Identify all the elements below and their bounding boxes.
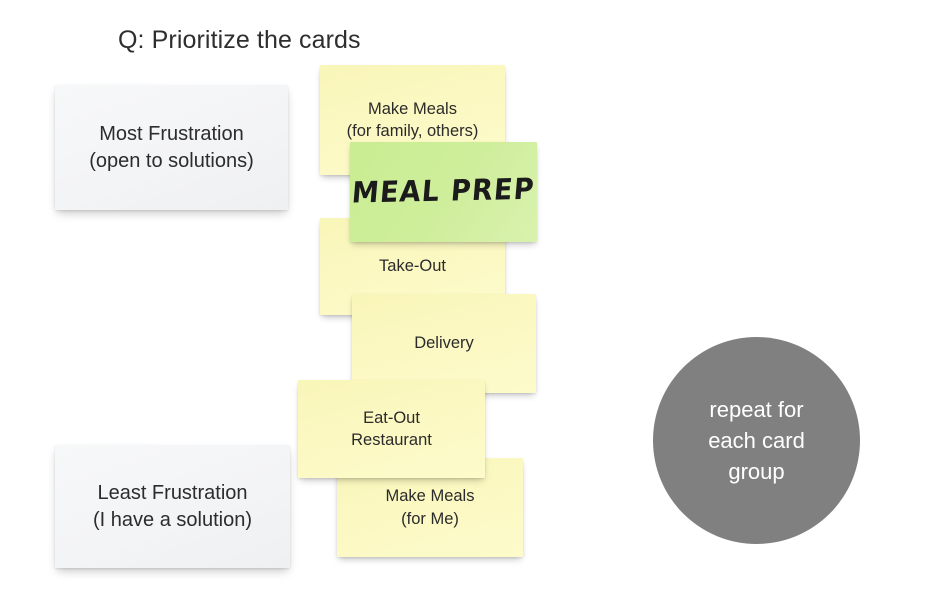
- anchor-card-most-frustration[interactable]: Most Frustration (open to solutions): [55, 85, 288, 210]
- anchor-least-line1: Least Frustration: [97, 482, 248, 505]
- card-take-out-label: Take-Out: [379, 257, 446, 276]
- card-eat-out-restaurant[interactable]: Eat-Out Restaurant: [298, 380, 485, 478]
- card-make-meals-me-line1: Make Meals: [385, 487, 475, 506]
- card-make-meals-me-line2: (for Me): [401, 509, 459, 528]
- card-delivery-label: Delivery: [414, 334, 474, 353]
- anchor-most-line2: (open to solutions): [89, 149, 254, 172]
- annotation-line2: each card: [708, 427, 805, 453]
- card-meal-prep-label: Meal Prep: [350, 172, 537, 211]
- card-eat-out-line2: Restaurant: [351, 431, 432, 449]
- card-make-meals-family-line2: (for family, others): [346, 122, 479, 140]
- annotation-line3: group: [728, 459, 785, 485]
- card-delivery[interactable]: Delivery: [352, 294, 536, 393]
- annotation-repeat-note: repeat for each card group: [653, 337, 860, 544]
- page-title: Q: Prioritize the cards: [118, 26, 361, 54]
- annotation-line1: repeat for: [709, 396, 804, 422]
- card-eat-out-line1: Eat-Out: [363, 408, 420, 427]
- card-meal-prep[interactable]: Meal Prep: [350, 142, 537, 242]
- anchor-least-line2: (I have a solution): [93, 508, 252, 531]
- anchor-card-least-frustration[interactable]: Least Frustration (I have a solution): [55, 445, 290, 568]
- anchor-most-line1: Most Frustration: [99, 123, 244, 146]
- card-make-meals-family-line1: Make Meals: [368, 99, 457, 118]
